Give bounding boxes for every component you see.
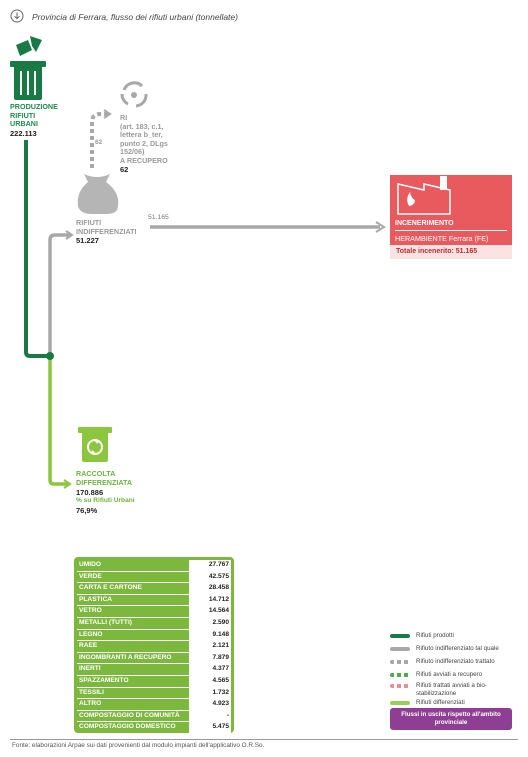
separate-pct-value: 76,9%	[76, 506, 98, 515]
separate-flow-line	[48, 356, 68, 486]
incineration-flow-value: 51.165	[148, 214, 169, 221]
legend-swatch-separate	[390, 701, 410, 705]
table-row: METALLI (TUTTI)2.590	[77, 617, 231, 630]
legend-swatch-undiff-treated	[390, 660, 410, 664]
legend-item: Rifiuti prodotti	[390, 632, 454, 639]
separate-value: 170.886	[76, 488, 104, 497]
legend-item: Rifiuto indifferenziato tal quale	[390, 645, 499, 652]
incineration-divider	[395, 230, 507, 231]
garbage-bag-icon	[77, 174, 119, 214]
undiff-value: 51.227	[76, 236, 99, 245]
legend-swatch-recovery	[390, 673, 410, 677]
source-note: Fonte: elaborazioni Arpae sui dati prove…	[12, 742, 265, 749]
incineration-label: INCENERIMENTO	[395, 220, 454, 227]
production-value: 222.113	[10, 129, 37, 138]
incineration-plant: HERAMBIENTE Ferrara (FE)	[395, 234, 489, 243]
undiff-arrowhead	[65, 230, 74, 240]
recycle-cycle-icon	[120, 81, 148, 108]
recycling-bin-icon	[78, 427, 112, 462]
legend-swatch-biostab	[390, 684, 410, 688]
junction-dot	[46, 352, 54, 360]
legend-item: Rifiuti trattati avviati a bio-stabilizz…	[390, 682, 520, 697]
recovery-label: RI (art. 183, c.1, lettera b_ter, punto …	[120, 113, 168, 165]
page-title: Provincia di Ferrara, flusso dei rifiuti…	[32, 12, 238, 22]
incineration-total: Totale incenerito: 51.165	[390, 245, 512, 259]
separate-label: RACCOLTA DIFFERENZIATA	[76, 469, 133, 487]
table-row: COMPOSTAGGIO DI COMUNITÀ-	[77, 710, 231, 723]
incineration-arrowhead	[375, 221, 386, 233]
recovery-value: 62	[120, 165, 129, 174]
recovery-flow-line	[90, 112, 108, 168]
legend-outflow-badge: Flussi in uscita rispetto all'ambito pro…	[390, 708, 512, 730]
separate-pct-label: % su Rifiuti Urbani	[76, 497, 135, 504]
undiff-flow-line	[48, 233, 70, 356]
legend-item: Rifiuti differenziati	[390, 699, 465, 706]
legend-item: Rifiuto indifferenziato trattato	[390, 658, 495, 665]
recovery-flow-value: 62	[95, 139, 103, 146]
footer-divider	[10, 739, 518, 740]
incinerator-plant-icon-overlay	[397, 157, 457, 215]
waste-bin-icon	[10, 36, 46, 100]
separate-arrowhead	[63, 479, 72, 489]
download-circle-icon	[10, 9, 24, 23]
undiff-label: RIFIUTI INDIFFERENZIATI	[76, 218, 137, 236]
production-flow-line	[24, 140, 50, 358]
production-label: PRODUZIONE RIFIUTI URBANI	[10, 102, 58, 128]
legend-swatch-undiff	[390, 647, 410, 651]
legend-swatch-produced	[390, 634, 410, 638]
legend-item: Rifiuti avviati a recupero	[390, 671, 482, 678]
recovery-arrowhead	[103, 109, 112, 119]
